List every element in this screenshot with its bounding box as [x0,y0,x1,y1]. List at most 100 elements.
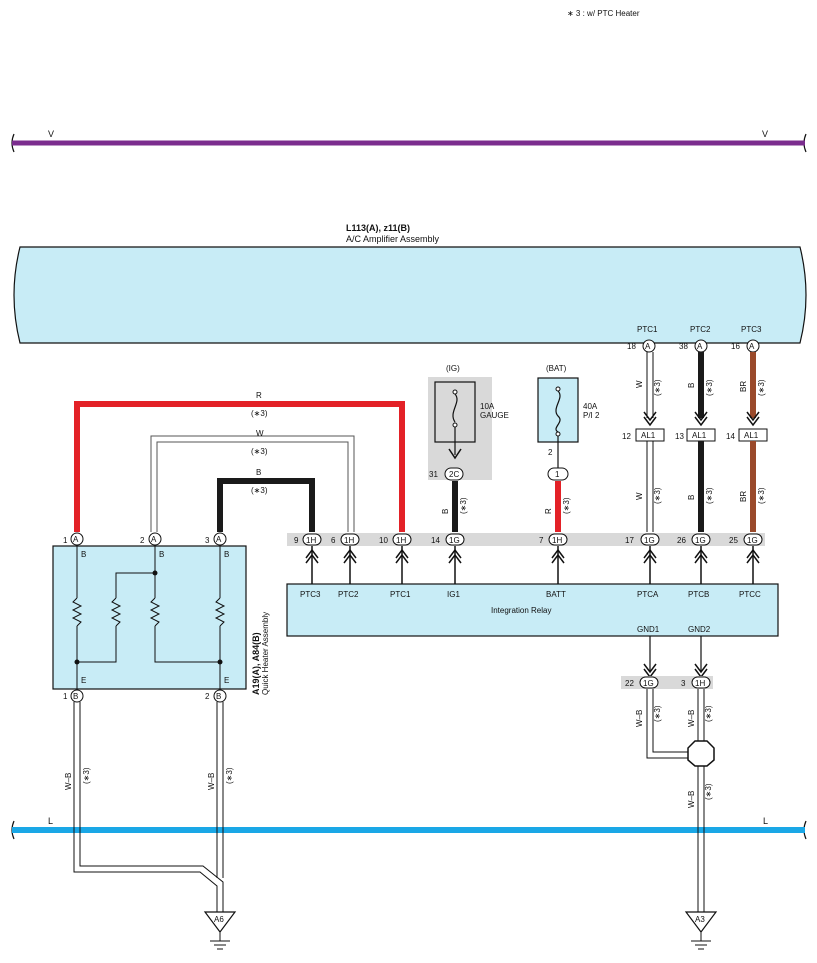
bus-l: L L [11,816,807,840]
svg-text:A3: A3 [695,915,705,924]
svg-text:(∗3): (∗3) [653,379,662,396]
svg-text:B: B [687,495,696,500]
bus-v-label-right: V [762,129,768,139]
svg-text:PTCB: PTCB [688,590,709,599]
quick-heater-assembly: B B B E E A19(A), A84(B) Quick Heater As… [52,545,270,695]
svg-text:B: B [73,692,78,701]
wire-ptc2-upper: B (∗3) [687,352,714,418]
svg-text:1G: 1G [747,536,758,545]
svg-text:(∗3): (∗3) [251,447,268,456]
al1-connector-3: 14 AL1 [726,411,768,442]
svg-text:BR: BR [739,381,748,392]
svg-text:PTC2: PTC2 [338,590,359,599]
svg-text:A: A [73,535,79,544]
amplifier-box [13,246,807,344]
ptc-note: ∗ 3 : w/ PTC Heater [567,9,640,18]
svg-text:1: 1 [63,536,68,545]
svg-text:(∗3): (∗3) [459,497,468,514]
svg-text:A: A [216,535,222,544]
wire-ptc1-upper: W (∗3) [635,352,662,418]
svg-text:(∗3): (∗3) [704,783,713,800]
heater-bottom-pins: 1 B 2 B [63,689,227,703]
svg-text:B: B [256,468,261,477]
wire-white-ptc2 [150,435,355,532]
svg-text:A: A [645,342,651,351]
svg-text:1: 1 [555,470,560,479]
svg-text:7: 7 [539,536,544,545]
svg-text:A6: A6 [214,915,224,924]
amplifier-code: L113(A), z11(B) [346,223,410,233]
svg-text:W: W [635,492,644,500]
svg-text:A: A [151,535,157,544]
svg-text:(∗3): (∗3) [225,767,234,784]
svg-text:W–B: W–B [207,773,216,790]
svg-text:R: R [256,391,262,400]
svg-text:BR: BR [739,491,748,502]
svg-text:B: B [687,383,696,388]
svg-text:(∗3): (∗3) [757,487,766,504]
svg-text:W–B: W–B [64,773,73,790]
svg-text:25: 25 [729,536,738,545]
svg-text:10A: 10A [480,402,495,411]
wire-red-ptc1: R (∗3) [74,391,405,532]
svg-text:1G: 1G [695,536,706,545]
svg-text:2: 2 [548,448,553,457]
svg-text:(∗3): (∗3) [653,487,662,504]
al1-connector-1: 12 AL1 [622,411,665,442]
svg-text:(∗3): (∗3) [757,379,766,396]
svg-text:B: B [159,550,164,559]
svg-text:AL1: AL1 [692,431,707,440]
svg-text:(BAT): (BAT) [546,364,567,373]
svg-text:BATT: BATT [546,590,566,599]
svg-text:B: B [81,550,86,559]
svg-text:L: L [48,816,53,826]
relay-input-arrows [305,546,760,584]
svg-text:E: E [224,676,229,685]
relay-pin-ptcc: 25 1G [729,533,763,546]
bus-v: V V [11,129,807,153]
amplifier-name: A/C Amplifier Assembly [346,234,440,244]
svg-text:PTC1: PTC1 [390,590,411,599]
svg-text:(∗3): (∗3) [704,705,713,722]
svg-text:(∗3): (∗3) [653,705,662,722]
svg-text:6: 6 [331,536,336,545]
svg-text:L: L [763,816,768,826]
svg-text:10: 10 [379,536,388,545]
svg-text:12: 12 [622,432,631,441]
wire-batt: R (∗3) [544,481,571,532]
svg-text:18: 18 [627,342,636,351]
svg-text:P/I 2: P/I 2 [583,411,600,420]
svg-text:W: W [256,429,264,438]
wire-ptc3-upper: BR (∗3) [739,352,766,418]
svg-text:GND1: GND1 [637,625,660,634]
svg-text:(∗3): (∗3) [705,379,714,396]
svg-text:(∗3): (∗3) [562,497,571,514]
svg-text:40A: 40A [583,402,598,411]
svg-text:1G: 1G [643,679,654,688]
svg-text:AL1: AL1 [641,431,656,440]
svg-text:38: 38 [679,342,688,351]
svg-text:PTC1: PTC1 [637,325,658,334]
svg-text:(∗3): (∗3) [251,486,268,495]
svg-text:1: 1 [63,692,68,701]
amp-pin-ptc1: PTC1 18 A [627,325,658,353]
svg-text:(IG): (IG) [446,364,460,373]
svg-text:1H: 1H [344,536,354,545]
svg-text:PTC3: PTC3 [300,590,321,599]
svg-text:14: 14 [431,536,440,545]
svg-text:W–B: W–B [635,710,644,727]
wire-gnd-heater [73,702,224,912]
svg-text:17: 17 [625,536,634,545]
svg-text:PTC3: PTC3 [741,325,762,334]
svg-text:IG1: IG1 [447,590,460,599]
amplifier-assembly: L113(A), z11(B) A/C Amplifier Assembly [13,223,807,344]
fuse-bat: (BAT) 40A P/I 2 2 1 [537,364,600,481]
wire-ptc3-lower: BR (∗3) [739,441,766,532]
